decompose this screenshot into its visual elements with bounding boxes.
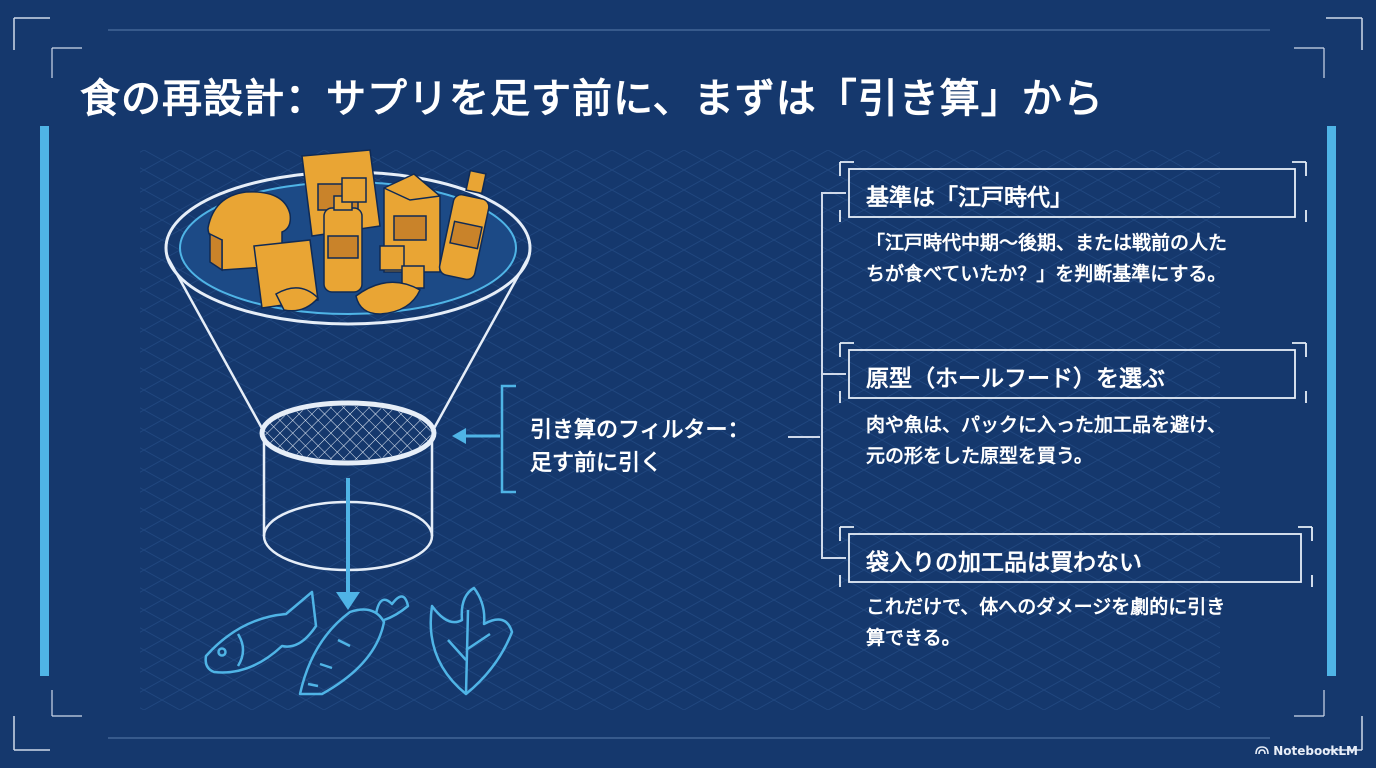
page-title: 食の再設計：サプリを足す前に、まずは「引き算」から [80, 76, 1104, 122]
filter-label: 引き算のフィルター： 足す前に引く [530, 414, 750, 480]
card-body-line: 肉や魚は、パックに入った加工品を避け、 [866, 414, 1227, 436]
card-frames [839, 161, 1313, 587]
processed-foods [207, 149, 490, 315]
inner-frame [51, 29, 1325, 739]
brand-label: NotebookLM [1273, 744, 1358, 758]
card-body-line: 「江戸時代中期〜後期、または戦前の人た [866, 232, 1228, 254]
card-connector [821, 192, 846, 559]
card-body-line: ちが食べていたか？」を判断基準にする。 [866, 263, 1227, 285]
filter-label-line-2: 足す前に引く [530, 451, 663, 476]
card-heading-whole-food: 原型（ホールフード）を選ぶ [866, 366, 1165, 392]
bottle-icon [323, 195, 363, 293]
card-body-line: 元の形をした原型を買う。 [866, 445, 1093, 467]
notebooklm-logo-icon [1255, 745, 1269, 758]
filter-label-line-1: 引き算のフィルター： [530, 418, 750, 443]
sugar-cubes-icon [341, 177, 425, 289]
filter-connector [452, 384, 820, 494]
card-heading-no-processed: 袋入りの加工品は買わない [866, 550, 1142, 576]
card-body-whole-food: 肉や魚は、パックに入った加工品を避け、 元の形をした原型を買う。 [866, 410, 1296, 472]
frame-corners [13, 17, 1363, 751]
card-heading-edo-standard: 基準は「江戸時代」 [866, 185, 1073, 211]
side-accent-bars [40, 126, 1336, 676]
whole-foods [204, 586, 514, 696]
leafy-greens-icon [429, 586, 514, 696]
notebooklm-brand: NotebookLM [1255, 744, 1358, 758]
card-body-no-processed: これだけで、体へのダメージを劇的に引き 算できる。 [866, 592, 1296, 654]
card-body-line: これだけで、体へのダメージを劇的に引き [866, 596, 1226, 618]
fish-icon [204, 590, 318, 674]
card-body-edo-standard: 「江戸時代中期〜後期、または戦前の人た ちが食べていたか？」を判断基準にする。 [866, 228, 1296, 290]
card-body-line: 算できる。 [866, 627, 961, 649]
carrot-icon [298, 595, 410, 696]
fried-shrimp-icon [275, 281, 421, 315]
bottle-icon [438, 169, 490, 281]
